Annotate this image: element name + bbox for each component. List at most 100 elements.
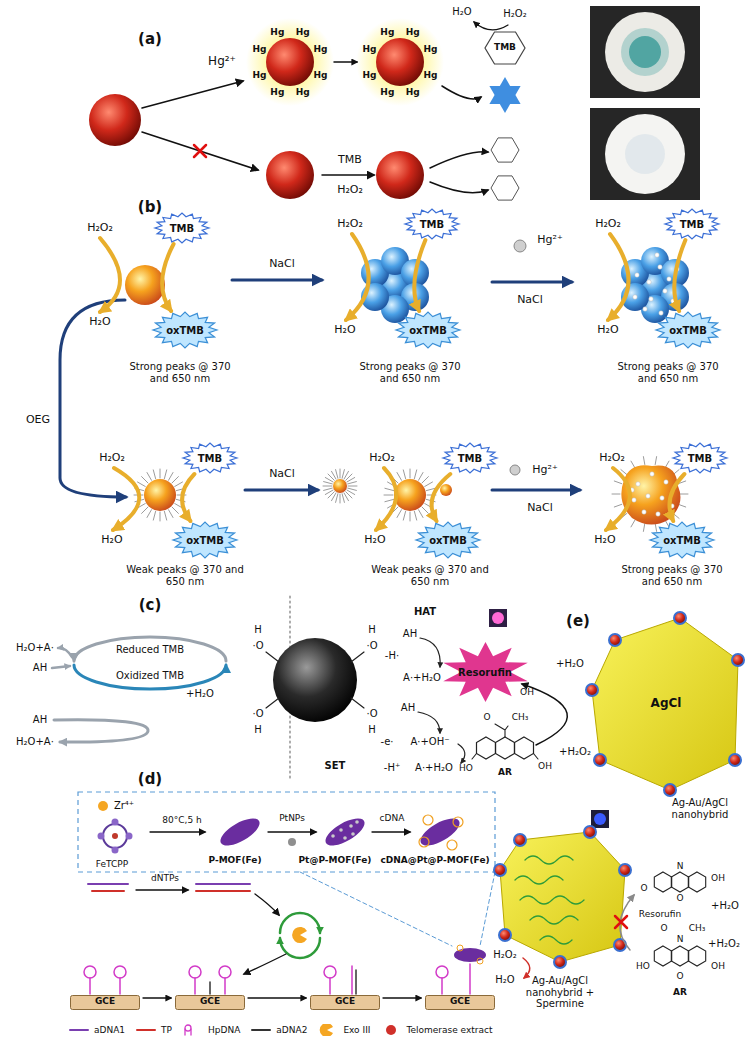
cycle-arrow xyxy=(74,665,226,689)
hg-dot xyxy=(659,311,663,315)
text-label: Hg xyxy=(253,69,267,79)
hairpin-dna xyxy=(119,978,121,994)
legend-text: aDNA2 xyxy=(276,1025,307,1035)
dna-strand xyxy=(355,970,357,994)
text-label: SET xyxy=(325,760,346,772)
reaction-arrow xyxy=(372,831,410,832)
electrode: GCE xyxy=(175,995,245,1010)
reaction-arrow xyxy=(430,152,488,168)
hairpin-dna xyxy=(224,978,226,994)
node-text: TMB xyxy=(458,453,482,464)
text-label: Oxidized TMB xyxy=(116,670,184,682)
text-label: H xyxy=(254,624,262,636)
reaction-arrow xyxy=(523,958,530,978)
text-label: PtNPs xyxy=(279,813,305,823)
node-text: TMB xyxy=(680,219,704,230)
fluorescence-icon xyxy=(591,810,609,828)
reaction-arrow xyxy=(418,712,440,733)
reaction-arrow xyxy=(334,61,357,63)
tmb-burst: oxTMB xyxy=(649,521,715,559)
pt-nanoparticle xyxy=(343,836,347,840)
nanoparticle xyxy=(266,38,314,86)
text-label: NaCl xyxy=(269,468,295,481)
dna-strand xyxy=(209,982,211,994)
legend-sample xyxy=(250,1024,272,1036)
burst-outline xyxy=(173,522,237,558)
ring xyxy=(496,737,515,759)
hairpin-dna xyxy=(441,978,443,994)
text-label: H₂O₂ xyxy=(337,184,363,197)
text-label: Hg²⁺ xyxy=(532,464,557,477)
text-label: Hg xyxy=(253,44,267,54)
pt-nanoparticle xyxy=(331,834,335,838)
cdna-loop xyxy=(457,945,463,951)
cycle-arrow xyxy=(58,648,72,657)
guide-line xyxy=(300,872,452,946)
text-label: H₂O xyxy=(364,534,385,547)
panel-letter: (d) xyxy=(138,771,162,788)
text-label: ·O xyxy=(252,640,263,652)
burst-outline xyxy=(673,443,727,473)
guide-line xyxy=(480,872,495,946)
legend-text: Exo III xyxy=(343,1025,370,1035)
node-text: TMB xyxy=(688,453,712,464)
process-arrow xyxy=(492,489,580,492)
hg-ion xyxy=(514,240,526,252)
text-label: Ag-Au/AgCl nanohybrid xyxy=(657,797,743,820)
porphyrin xyxy=(112,847,119,854)
burst-outline xyxy=(443,642,528,702)
nanoparticle xyxy=(394,479,426,511)
cycle-arrow xyxy=(52,666,70,668)
oeg-chain xyxy=(612,457,688,532)
dna-strand xyxy=(196,890,250,892)
cdna-loop xyxy=(477,958,483,964)
test-paper-photo xyxy=(590,6,700,98)
text-label: Hg xyxy=(406,87,420,97)
hairpin-dna xyxy=(329,978,331,994)
test-spot xyxy=(605,12,685,92)
node-label: GCE xyxy=(200,997,220,1007)
hg-dot xyxy=(660,496,664,500)
h2o2-arrow xyxy=(606,468,630,530)
hg-dot xyxy=(647,280,651,284)
h2o2-arrow xyxy=(346,234,369,320)
node-label: AgCl xyxy=(651,697,682,710)
hg-dot xyxy=(650,472,654,476)
reaction-arrow xyxy=(136,889,188,890)
text-label: OH xyxy=(520,687,534,697)
hg-dot xyxy=(667,277,671,281)
exo-iii xyxy=(292,927,307,943)
burst-outline xyxy=(416,522,480,558)
tmb-burst: oxTMB xyxy=(172,521,238,559)
text-label: Reduced TMB xyxy=(116,644,184,656)
au-particle xyxy=(609,634,621,646)
tmb-burst: TMB xyxy=(154,212,210,244)
conversion-arrow xyxy=(432,474,451,521)
node-label: GCE xyxy=(335,997,355,1007)
text-label: Hg xyxy=(423,69,437,79)
node-label: oxTMB xyxy=(166,325,204,336)
au-particle xyxy=(732,654,744,666)
legend-item: Telomerase extract xyxy=(380,1024,492,1036)
agcl-crystal: AgCl xyxy=(590,615,742,793)
text-label: H₂O₂ xyxy=(337,218,363,231)
au-particle xyxy=(664,784,676,796)
nanoparticle xyxy=(440,484,452,496)
spermine-chain xyxy=(540,936,572,944)
hg-dot xyxy=(663,289,667,293)
electrode-body xyxy=(176,995,245,1009)
burst-outline xyxy=(443,443,497,473)
text-label: O xyxy=(483,712,490,722)
text-label: P-MOF(Fe) xyxy=(208,855,261,865)
text-label: NaCl xyxy=(517,294,543,307)
node-label: TMB xyxy=(458,453,482,464)
text-label: +H₂O₂ xyxy=(708,938,740,950)
text-label: O xyxy=(676,971,683,981)
node-label: TMB xyxy=(198,453,222,464)
node-text: GCE xyxy=(95,997,115,1007)
text-label: O xyxy=(660,923,667,933)
hairpin-dna xyxy=(114,966,126,978)
au-particle xyxy=(586,684,598,696)
text-label: CH₃ xyxy=(512,712,529,722)
